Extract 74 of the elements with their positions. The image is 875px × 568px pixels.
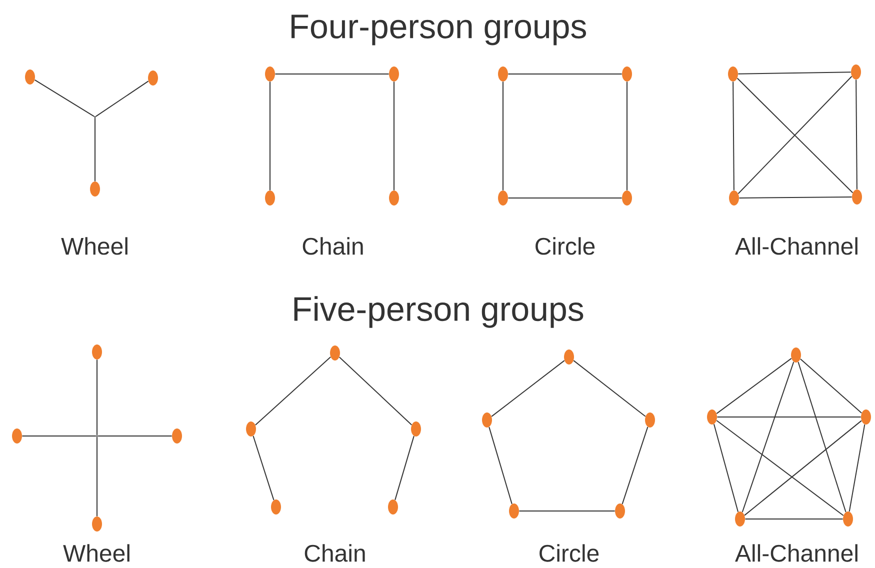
connector-line xyxy=(394,436,414,500)
connector-line xyxy=(96,436,98,517)
diagram-name: Chain xyxy=(302,237,363,255)
connector-line xyxy=(573,360,646,417)
connector-line xyxy=(848,424,866,512)
connector-line xyxy=(716,358,792,414)
diagram-name: Wheel xyxy=(61,237,128,255)
person-dot xyxy=(92,344,102,360)
connector-line xyxy=(716,420,844,516)
person-dot xyxy=(645,412,655,428)
connector-line xyxy=(94,118,96,182)
person-dot xyxy=(615,504,625,518)
group-heading: Five-person groups xyxy=(294,296,584,328)
connector-line xyxy=(742,361,794,513)
connector-line xyxy=(626,81,628,191)
connector-line xyxy=(491,360,565,417)
connector-line xyxy=(800,358,862,414)
person-dot xyxy=(148,70,158,86)
connector-line xyxy=(732,81,734,191)
connector-line xyxy=(738,72,852,74)
diagram-name: Chain xyxy=(304,544,365,562)
person-dot xyxy=(265,66,275,82)
group-heading: Four-person groups xyxy=(292,14,586,46)
person-dot xyxy=(707,410,717,424)
person-dot xyxy=(622,66,632,82)
person-dot xyxy=(498,66,508,82)
connector-line xyxy=(338,356,412,426)
connector-line xyxy=(713,424,739,512)
person-dot xyxy=(735,512,745,526)
connector-line xyxy=(798,361,846,513)
person-dot xyxy=(852,190,862,204)
connector-line xyxy=(744,420,862,516)
connector-line xyxy=(254,356,332,426)
person-dot xyxy=(265,190,275,206)
person-dot xyxy=(851,64,861,80)
person-dot xyxy=(729,190,739,206)
person-dot xyxy=(791,348,801,362)
person-dot xyxy=(271,500,281,514)
person-dot xyxy=(728,66,738,82)
connector-line xyxy=(95,80,149,117)
connector-line xyxy=(744,518,844,520)
connector-line xyxy=(856,79,858,190)
person-dot xyxy=(509,504,519,518)
person-dot xyxy=(389,66,399,82)
person-dot xyxy=(12,428,22,444)
person-dot xyxy=(411,422,421,436)
person-dot xyxy=(25,70,35,84)
connector-line xyxy=(252,435,274,501)
connector-line xyxy=(34,79,95,117)
person-dot xyxy=(388,500,398,514)
person-dot xyxy=(622,190,632,206)
person-dot xyxy=(861,410,871,424)
person-dot xyxy=(92,516,102,532)
diagram-name: All-Channel xyxy=(735,544,858,562)
person-dot xyxy=(482,412,492,428)
diagram-name: All-Channel xyxy=(735,237,858,255)
connector-line xyxy=(502,81,504,191)
diagram-name: Wheel xyxy=(63,544,130,562)
diagram-name: Circle xyxy=(540,544,599,562)
connector-line xyxy=(488,426,512,504)
connector-line xyxy=(622,426,648,505)
diagram-name: Circle xyxy=(536,237,595,255)
person-dot xyxy=(498,190,508,206)
person-dot xyxy=(90,182,100,196)
person-dot xyxy=(172,428,182,444)
connector-line xyxy=(716,416,862,418)
person-dot xyxy=(246,422,256,436)
connector-line xyxy=(738,196,852,198)
person-dot xyxy=(330,346,340,360)
connector-line xyxy=(518,510,616,512)
connector-line xyxy=(96,359,98,436)
person-dot xyxy=(843,512,853,526)
person-dot xyxy=(564,350,574,364)
person-dot xyxy=(389,190,399,206)
